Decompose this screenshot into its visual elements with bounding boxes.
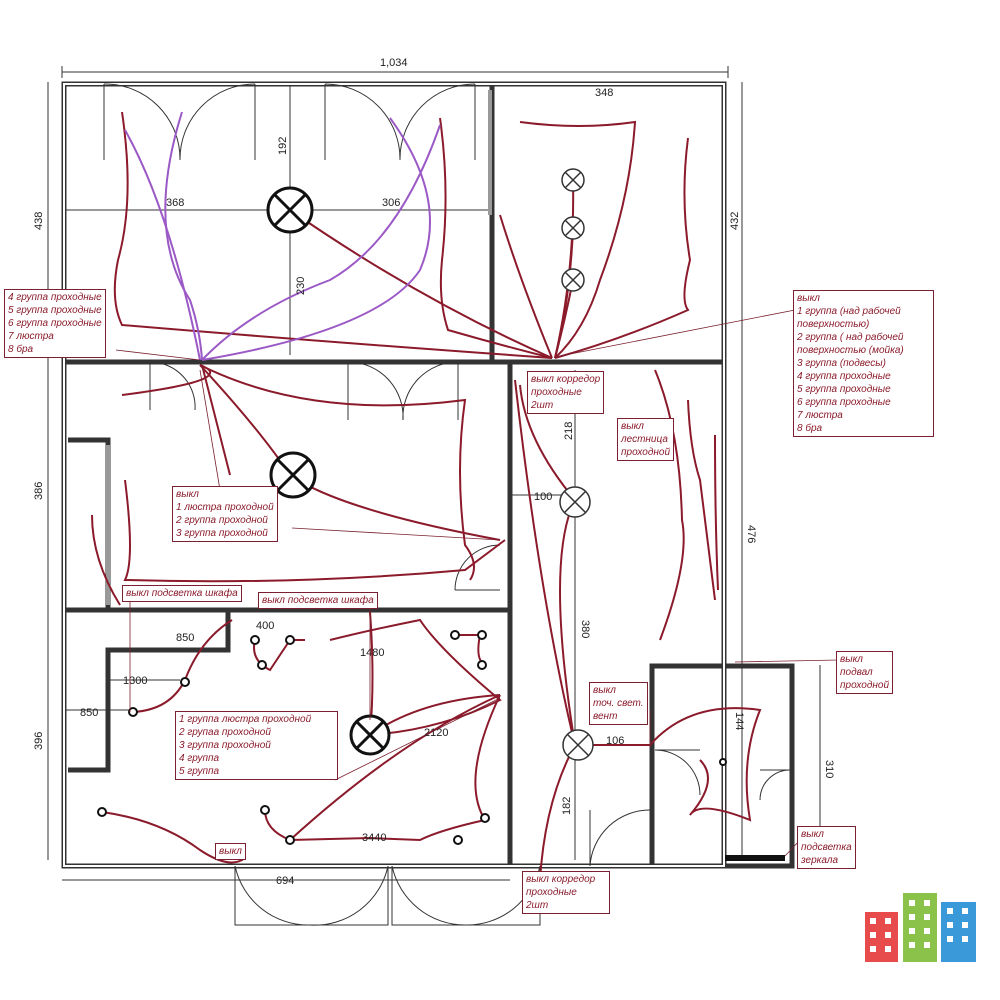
dim-left-top: 438	[33, 212, 45, 230]
dim-850-a: 850	[176, 632, 194, 644]
dim-1300: 1300	[123, 675, 147, 687]
wiring-alt	[124, 111, 441, 361]
dim-left-horizontal: 368	[166, 197, 184, 209]
dimension-labels: 1,034 348 438 432 192 368 306 230 386 21…	[33, 57, 835, 887]
partition	[106, 90, 492, 605]
note-groups-left: 4 группа проходные 5 группа проходные 6 …	[4, 289, 106, 358]
dim-left-396: 396	[33, 732, 45, 750]
dim-400: 400	[256, 620, 274, 632]
note-wardrobe-b: выкл подсветка шкафа	[258, 592, 378, 609]
note-mirror: выкл подсветка зеркала	[797, 826, 856, 869]
logo	[865, 893, 976, 962]
dim-3440: 3440	[362, 832, 386, 844]
note-corridor-top: выкл корредор проходные 2шт	[527, 371, 605, 414]
dim-2120: 2120	[424, 727, 448, 739]
doors	[103, 83, 791, 926]
dim-right-horizontal: 306	[382, 197, 400, 209]
note-basement: выкл подвал проходной	[836, 651, 894, 694]
point-light	[97, 630, 727, 845]
note-stairs: выкл лестница проходной	[617, 418, 675, 461]
note-switch-small: выкл	[215, 843, 246, 860]
leader-lines	[115, 309, 839, 857]
chandelier	[266, 186, 391, 756]
dim-corridor-100: 100	[534, 491, 552, 503]
note-middle-room: выкл 1 люстра проходной 2 группа проходн…	[172, 486, 278, 542]
dimension-lines	[47, 66, 821, 881]
dim-850-b: 850	[80, 707, 98, 719]
dim-694: 694	[276, 875, 294, 887]
note-corridor-bottom: выкл корредор проходные 2шт	[522, 871, 610, 914]
dim-corridor-380: 380	[579, 620, 591, 638]
dim-corridor-218: 218	[563, 422, 575, 440]
dim-corridor-182: 182	[561, 797, 573, 815]
dim-right-476: 476	[745, 525, 757, 543]
note-groups-right: выкл 1 группа (над рабочей поверхностью)…	[793, 290, 934, 437]
mirror-bar	[725, 855, 785, 861]
dim-106: 106	[606, 735, 624, 747]
note-wardrobe-a: выкл подсветка шкафа	[122, 585, 242, 602]
dim-bath-310: 310	[823, 760, 835, 778]
dim-1480: 1480	[360, 647, 384, 659]
note-living-groups: 1 группа люстра проходной 2 групаа прохо…	[175, 711, 338, 780]
dim-center-vertical: 192	[277, 137, 289, 155]
dim-bath-144: 144	[733, 712, 745, 730]
dim-right-top: 432	[729, 212, 741, 230]
dim-total-width: 1,034	[380, 57, 408, 69]
dim-top-right: 348	[595, 87, 613, 99]
note-spot-vent: выкл точ. свет. вент	[589, 682, 648, 725]
dim-middle-left: 386	[33, 482, 45, 500]
dim-center-vertical-2: 230	[295, 277, 307, 295]
